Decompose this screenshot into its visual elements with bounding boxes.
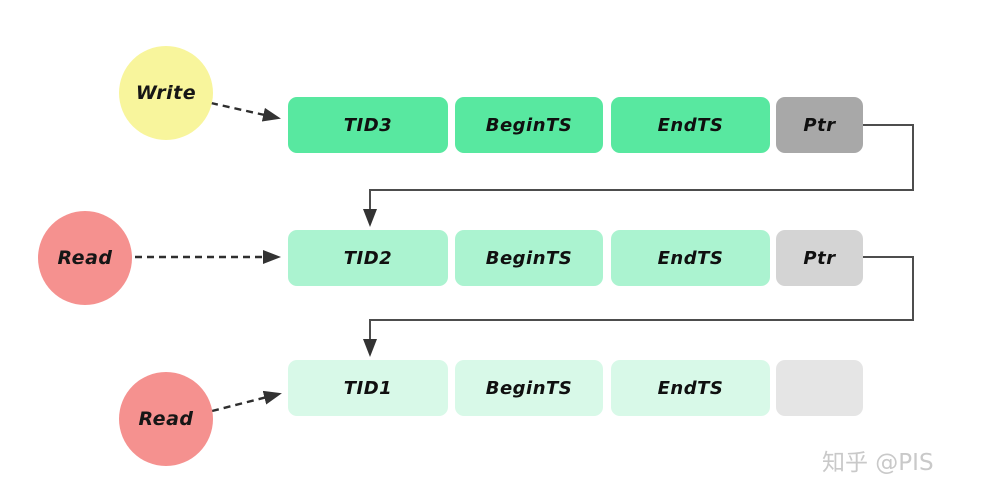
read-actor-label-2: Read — [138, 408, 194, 430]
cell-tid1-ptr-empty — [776, 360, 863, 416]
cell-tid1-endts: EndTS — [611, 360, 770, 416]
cell-tid1-begints: BeginTS — [455, 360, 603, 416]
cell-tid2-ptr: Ptr — [776, 230, 863, 286]
cell-tid2-begints: BeginTS — [455, 230, 603, 286]
cell-tid3-begints: BeginTS — [455, 97, 603, 153]
cell-tid2-endts-label: EndTS — [657, 247, 724, 269]
write-dashed-arrow — [210, 101, 281, 122]
watermark: 知乎 @PIS — [822, 450, 934, 476]
cell-tid1: TID1 — [288, 360, 448, 416]
cell-tid3-begints-label: BeginTS — [485, 114, 573, 136]
read-actor-label-1: Read — [57, 247, 113, 269]
read-actor-circle-2: Read — [119, 372, 213, 466]
cell-tid3-label: TID3 — [343, 114, 393, 136]
write-actor-label: Write — [135, 82, 197, 104]
cell-tid3: TID3 — [288, 97, 448, 153]
cell-tid1-endts-label: EndTS — [657, 377, 724, 399]
write-actor-circle: Write — [119, 46, 213, 140]
cell-tid2-label: TID2 — [343, 247, 393, 269]
cell-tid2-ptr-label: Ptr — [803, 247, 836, 269]
cell-tid3-endts: EndTS — [611, 97, 770, 153]
cell-tid2-begints-label: BeginTS — [485, 247, 573, 269]
cell-tid2-endts: EndTS — [611, 230, 770, 286]
cell-tid2: TID2 — [288, 230, 448, 286]
read-actor-circle-1: Read — [38, 211, 132, 305]
read-dashed-arrow-tid1 — [211, 390, 282, 413]
cell-tid1-begints-label: BeginTS — [485, 377, 573, 399]
cell-tid3-ptr-label: Ptr — [803, 114, 836, 136]
cell-tid3-endts-label: EndTS — [657, 114, 724, 136]
cell-tid1-label: TID1 — [343, 377, 393, 399]
cell-tid3-ptr: Ptr — [776, 97, 863, 153]
